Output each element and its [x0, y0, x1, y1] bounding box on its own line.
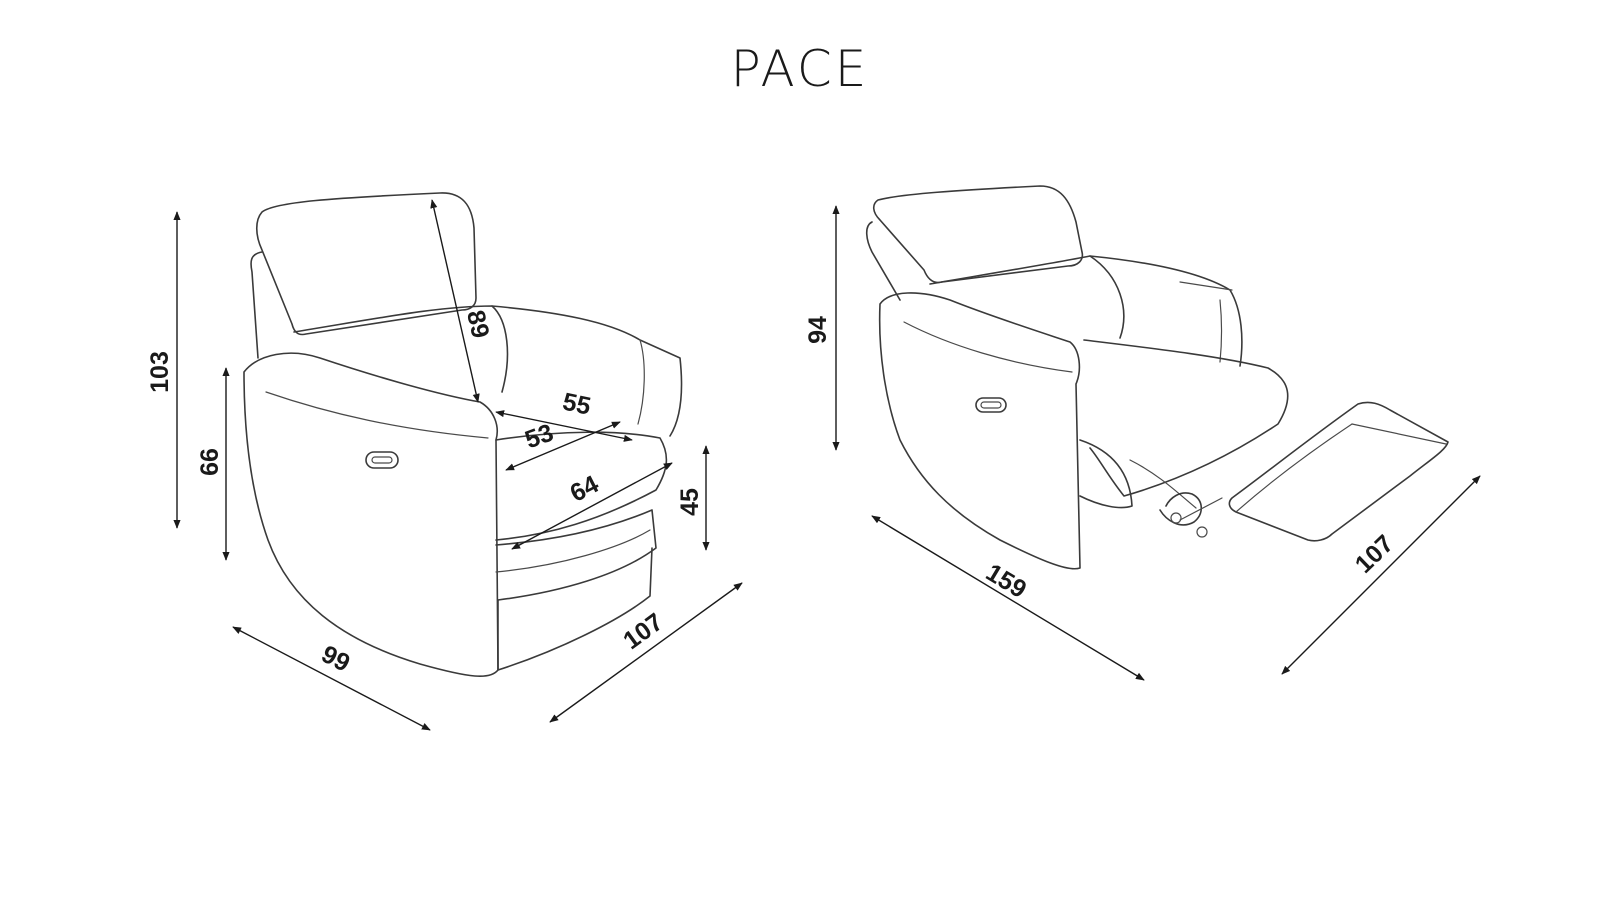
reclined-dimension-lines — [832, 205, 1481, 681]
reclined-chair-illustration — [865, 185, 1449, 570]
dim-seat-height-label: 45 — [676, 488, 704, 516]
upright-dimension-labels: 103 66 89 55 53 64 45 99 107 — [146, 308, 704, 678]
dim-total-height-label: 103 — [146, 351, 174, 393]
dim-reclined-width-label: 107 — [1350, 530, 1399, 579]
dim-seat-width-front-label: 64 — [566, 470, 604, 508]
product-title: PACE — [730, 40, 870, 98]
dim-backrest-label: 89 — [461, 308, 495, 341]
reclined-dimension-labels: 94 159 107 — [804, 316, 1399, 604]
dim-width-label: 99 — [317, 640, 354, 678]
dim-reclined-height-label: 94 — [804, 316, 832, 344]
dim-seat-depth-label: 55 — [560, 388, 593, 421]
dim-arm-height-label: 66 — [196, 448, 224, 476]
dim-reclined-length-label: 159 — [981, 558, 1031, 603]
upright-chair-illustration — [243, 192, 683, 678]
upright-dimension-lines — [173, 199, 743, 731]
dim-depth-label: 107 — [618, 608, 668, 655]
